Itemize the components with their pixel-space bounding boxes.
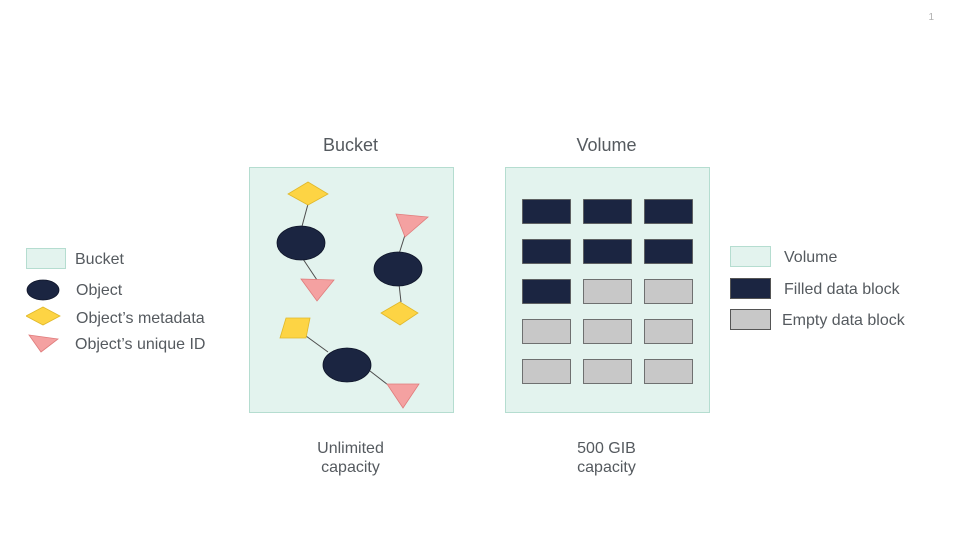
unique-id-triangle-icon [28,334,60,353]
legend-label-volume: Volume [784,249,838,266]
metadata-diamond-icon [380,301,419,326]
filled-data-block [583,239,632,264]
legend-item-object: Object [26,279,226,303]
connector-line [398,283,402,303]
bucket-swatch [26,248,66,269]
unique-id-triangle-icon [300,278,335,302]
empty-data-block [583,319,632,344]
legend-item-volume: Volume [730,246,940,270]
empty-data-block [583,279,632,304]
bucket-caption-line1: Unlimited [317,440,384,457]
volume-block-grid [522,199,693,384]
slide-number: 1 [928,12,934,23]
volume-panel [505,167,710,413]
empty-block-swatch [730,309,771,330]
bucket-caption-line2: capacity [321,459,380,476]
object-ellipse-icon [276,225,326,261]
empty-data-block [522,359,571,384]
legend-label-object: Object [76,282,123,299]
metadata-diamond-icon [279,317,311,339]
unique-id-triangle-icon [386,383,420,409]
metadata-diamond-icon [26,306,61,326]
legend-label-metadata: Object’s metadata [76,310,205,327]
unique-id-triangle-icon [395,213,429,238]
filled-data-block [522,279,571,304]
bucket-objects-diagram [276,181,429,409]
filled-data-block [644,239,693,264]
bucket-title: Bucket [322,135,379,155]
legend-item-bucket: Bucket [26,248,226,272]
connector-line [305,335,329,353]
empty-data-block [644,359,693,384]
volume-caption: 500 GIB capacity [504,439,709,477]
empty-data-block [583,359,632,384]
empty-data-block [522,319,571,344]
metadata-diamond-icon [287,181,329,206]
filled-data-block [522,199,571,224]
volume-swatch [730,246,771,267]
legend-label-filled-block: Filled data block [784,281,900,298]
object-ellipse-icon [26,279,60,301]
connector-line [398,234,406,255]
empty-data-block [644,279,693,304]
legend-item-metadata: Object’s metadata [26,306,236,330]
empty-data-block [644,319,693,344]
legend-item-empty-block: Empty data block [730,309,940,333]
volume-caption-line2: capacity [577,459,636,476]
bucket-panel [249,167,454,413]
object-ellipse-icon [322,347,372,383]
volume-title: Volume [576,135,637,155]
bucket-caption: Unlimited capacity [248,439,453,477]
object-ellipse-icon [373,251,423,287]
legend-label-unique-id: Object’s unique ID [75,336,206,353]
filled-block-swatch [730,278,771,299]
legend-label-bucket: Bucket [75,251,124,268]
legend-item-filled-block: Filled data block [730,278,940,302]
volume-caption-line1: 500 GIB [577,440,636,457]
filled-data-block [644,199,693,224]
legend-label-empty-block: Empty data block [782,312,905,329]
legend-item-unique-id: Object’s unique ID [26,334,236,358]
filled-data-block [583,199,632,224]
filled-data-block [522,239,571,264]
